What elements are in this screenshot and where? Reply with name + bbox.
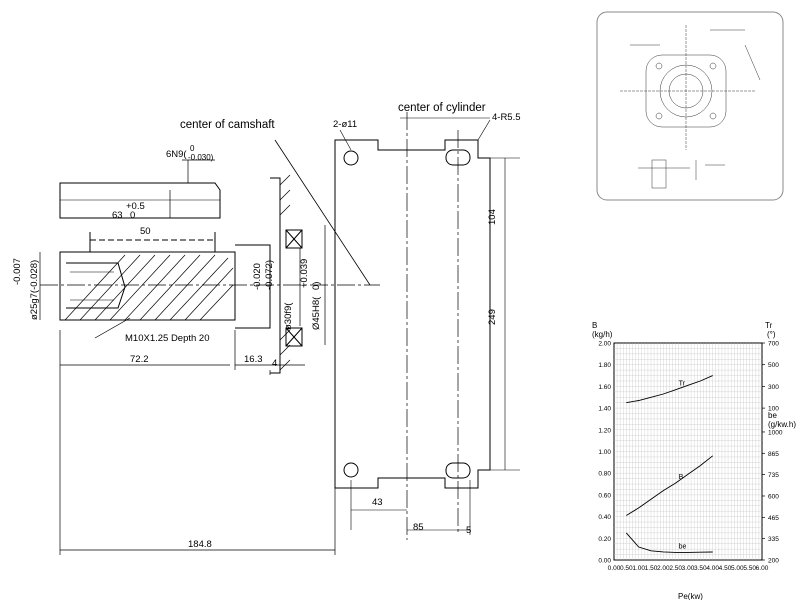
label-tol-0020: -0.020 bbox=[252, 263, 263, 290]
right-axis-unit-be: (g/kw.h) bbox=[768, 420, 796, 429]
x-tick-label: 4.50 bbox=[719, 565, 732, 572]
right-tick-label-tr: 100 bbox=[768, 406, 779, 413]
label-d5: 5 bbox=[466, 525, 471, 536]
right-axis-unit-tr: (°) bbox=[767, 330, 776, 339]
label-d104: 104 bbox=[487, 209, 498, 225]
x-tick-label: 0.00 bbox=[608, 565, 621, 572]
left-tick-label: 0.80 bbox=[598, 471, 611, 478]
label-d163: 16.3 bbox=[244, 354, 263, 365]
label-bore-30: ø30f9( bbox=[283, 302, 294, 330]
right-axis-label-tr: Tr bbox=[765, 321, 773, 330]
label-keyway-up: 0 bbox=[190, 144, 195, 153]
x-tick-label: 5.00 bbox=[731, 565, 744, 572]
x-tick-label: 4.00 bbox=[706, 565, 719, 572]
series-label-Tr: Tr bbox=[679, 381, 686, 388]
left-tick-label: 0.00 bbox=[598, 558, 611, 565]
right-tick-label-tr: 300 bbox=[768, 384, 779, 391]
label-r55: 4-R5.5 bbox=[492, 112, 521, 123]
inset-thumbnail bbox=[596, 11, 784, 201]
right-tick-label-be: 735 bbox=[768, 472, 779, 479]
left-tick-label: 1.40 bbox=[598, 406, 611, 413]
x-tick-label: 3.50 bbox=[694, 565, 707, 572]
series-label-B: B bbox=[679, 474, 684, 481]
left-tick-label: 1.20 bbox=[598, 427, 611, 434]
shaft-dimensions bbox=[39, 159, 336, 555]
cylinder-plate bbox=[334, 112, 520, 540]
label-center-cylinder: center of cylinder bbox=[398, 102, 486, 114]
label-d249: 249 bbox=[487, 309, 498, 325]
label-tol-0039: +0.039 bbox=[299, 259, 310, 288]
series-label-be: be bbox=[679, 543, 687, 550]
label-d63: 63 bbox=[112, 210, 123, 221]
right-tick-label-be: 335 bbox=[768, 536, 779, 543]
left-tick-label: 0.60 bbox=[598, 492, 611, 499]
left-tick-label: 0.20 bbox=[598, 536, 611, 543]
label-shaft-dia: ø25g7(-0.028) bbox=[29, 260, 40, 320]
chart-grid bbox=[613, 342, 763, 561]
x-axis-label: Pe(kw) bbox=[678, 592, 703, 600]
label-tol-007: -0.007 bbox=[12, 258, 23, 285]
label-bore-45: Ø45H8( bbox=[311, 296, 322, 330]
x-tick-label: 2.00 bbox=[657, 565, 670, 572]
x-tick-label: 5.50 bbox=[743, 565, 756, 572]
right-tick-label-tr: 700 bbox=[768, 341, 779, 348]
x-tick-label: 2.50 bbox=[669, 565, 682, 572]
x-tick-label: 0.50 bbox=[620, 565, 633, 572]
right-tick-label-tr: 500 bbox=[768, 362, 779, 369]
label-keyway-low: -0.030) bbox=[188, 153, 214, 162]
label-keyway: 6N9( bbox=[166, 149, 187, 160]
x-tick-label: 1.50 bbox=[645, 565, 658, 572]
x-tick-label: 3.00 bbox=[682, 565, 695, 572]
label-d4: 4 bbox=[272, 358, 277, 369]
right-tick-label-be: 465 bbox=[768, 515, 779, 522]
label-plus05: +0.5 bbox=[126, 201, 145, 212]
label-d50: 50 bbox=[140, 226, 151, 237]
right-tick-label-be: 865 bbox=[768, 451, 779, 458]
label-d43: 43 bbox=[372, 497, 383, 508]
label-d85: 85 bbox=[413, 522, 424, 533]
left-axis-label: B bbox=[592, 321, 597, 330]
left-tick-label: 1.60 bbox=[598, 384, 611, 391]
drawing-labels: center of camshaft center of cylinder 4-… bbox=[12, 102, 521, 550]
label-d72: 72.2 bbox=[130, 354, 149, 365]
x-tick-label: 1.00 bbox=[632, 565, 645, 572]
series-line-be bbox=[625, 532, 713, 553]
label-d63-tol: 0 bbox=[130, 210, 135, 221]
left-axis-unit: (kg/h) bbox=[592, 330, 613, 339]
x-tick-label: 6.00 bbox=[756, 565, 769, 572]
right-tick-label-be: 200 bbox=[768, 558, 779, 565]
label-thread: M10X1.25 Depth 20 bbox=[125, 333, 210, 344]
left-tick-label: 0.40 bbox=[598, 514, 611, 521]
label-d1848: 184.8 bbox=[188, 539, 212, 550]
left-tick-label: 2.00 bbox=[598, 341, 611, 348]
right-tick-label-be: 1000 bbox=[768, 429, 783, 436]
label-bore-45-tol: 0) bbox=[311, 282, 322, 290]
right-tick-label-be: 600 bbox=[768, 493, 779, 500]
label-tol-0072: -0.072) bbox=[264, 260, 275, 290]
right-axis-label-be: be bbox=[768, 411, 777, 420]
shaft-drawing bbox=[40, 139, 380, 374]
series-line-Tr bbox=[626, 375, 713, 404]
label-center-camshaft: center of camshaft bbox=[180, 119, 275, 131]
label-hole-11: 2-ø11 bbox=[333, 119, 357, 130]
series-line-B bbox=[626, 455, 713, 516]
left-tick-label: 1.00 bbox=[598, 449, 611, 456]
left-tick-label: 1.80 bbox=[598, 362, 611, 369]
